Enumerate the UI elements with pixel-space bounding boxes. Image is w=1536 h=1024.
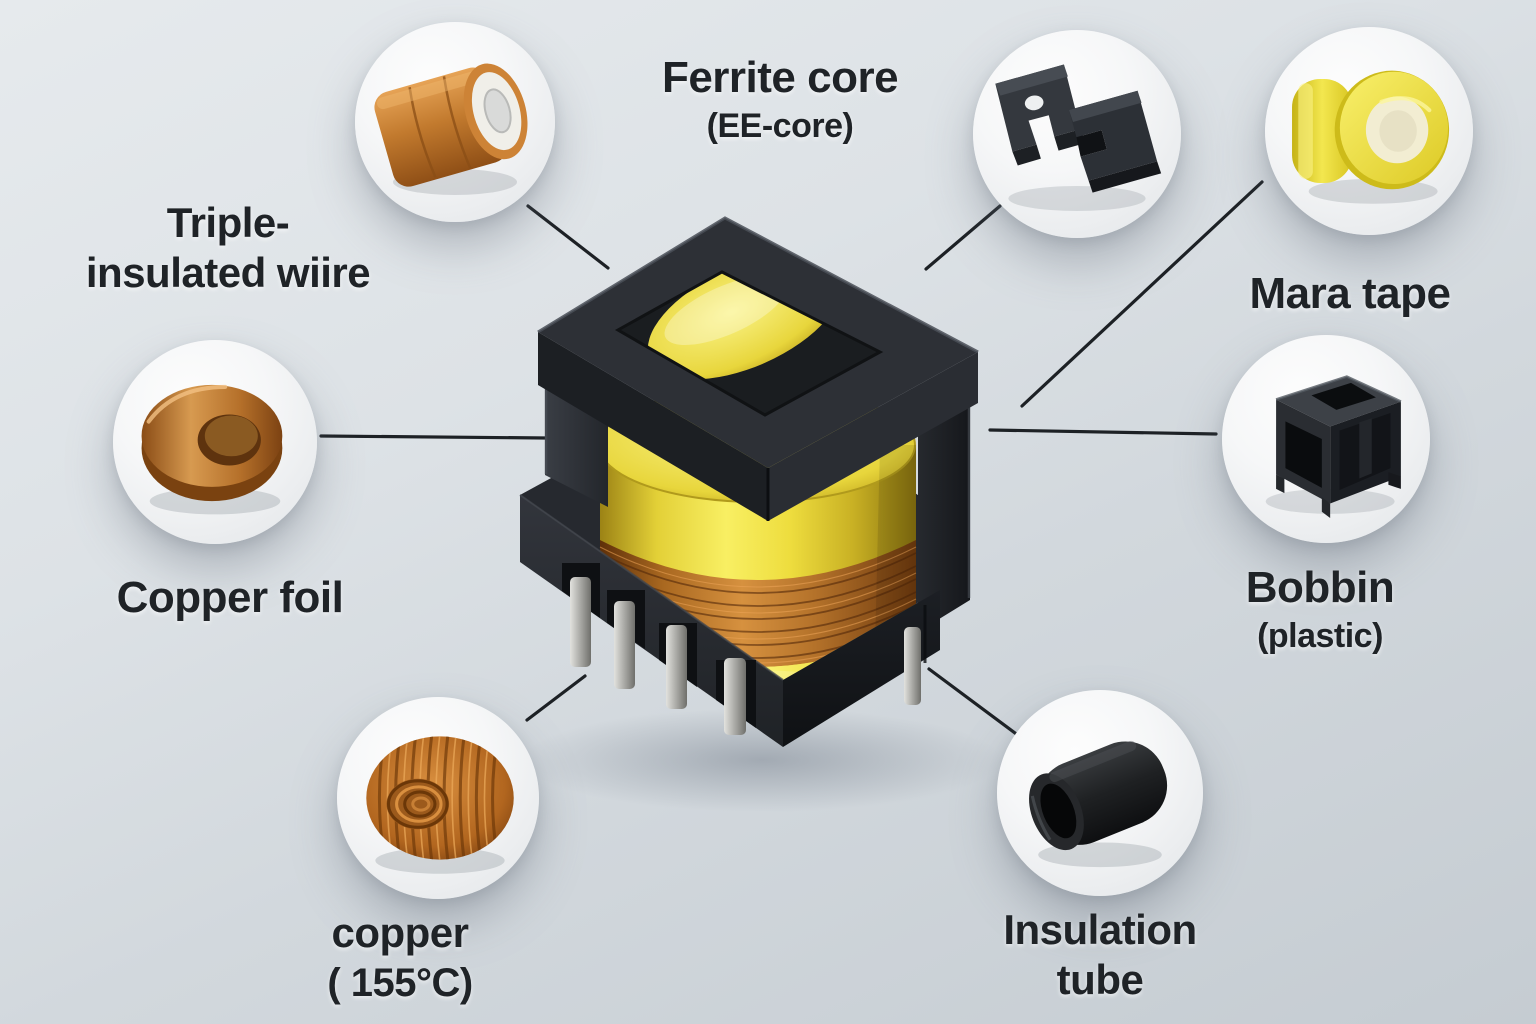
label-line: Copper foil [116, 573, 344, 622]
bobbin-body [1275, 375, 1402, 519]
connector-line-copper-wire [525, 674, 587, 722]
label-copper-foil: Copper foil [40, 572, 420, 624]
label-subline: (plastic) [1257, 616, 1383, 655]
connector-line-insulation-tube [927, 667, 1021, 738]
connector-line-copper-foil [319, 434, 548, 440]
label-line: Mara tape [1249, 269, 1451, 318]
connector-line-bobbin [988, 428, 1218, 436]
wire-spool-illustration [374, 63, 528, 195]
copper-foil-illustration [141, 384, 283, 515]
label-ferrite-core: Ferrite core (EE-core) [590, 52, 970, 148]
inset-insulation-tube [997, 690, 1203, 896]
transformer-assembly [500, 195, 1020, 905]
ferrite-core-right [1068, 90, 1162, 193]
label-insulation-tube: Insulation tube [915, 905, 1285, 1004]
inset-ferrite-core [973, 30, 1181, 238]
inset-mara-tape [1265, 27, 1473, 235]
transformer-ground-shadow [522, 708, 1002, 812]
core-leg-right [918, 405, 970, 632]
ferrite-core-top-frame [537, 216, 979, 521]
label-line: insulated wiire [85, 248, 371, 296]
connector-line-triple-insulated-wire [526, 204, 610, 270]
transformer-pins [570, 577, 921, 735]
label-line: tube [1056, 955, 1144, 1003]
insulation-tube-illustration [1029, 740, 1168, 868]
plastic-bobbin-illustration [1265, 375, 1402, 519]
inset-triple-insulated-wire [355, 22, 555, 222]
transformer-illustration [519, 216, 1002, 812]
label-line: Insulation [1003, 906, 1197, 953]
ee-ferrite-core-pair-illustration [995, 64, 1162, 211]
inset-copper-wire-coil [337, 697, 539, 899]
label-copper-wire: copper ( 155°C) [215, 908, 585, 1008]
yellow-tape-rolls-illustration [1292, 70, 1450, 204]
label-mara-tape: Mara tape [1170, 268, 1530, 320]
label-line: Ferrite core [661, 53, 899, 102]
connector-line-ferrite-core [924, 204, 1002, 271]
label-line: Bobbin [1245, 563, 1395, 612]
connector-line-mara-tape [1020, 180, 1264, 408]
inset-copper-foil [113, 340, 317, 544]
inset-bobbin [1222, 335, 1430, 543]
label-line: copper [331, 909, 469, 956]
label-subline: (EE-core) [706, 106, 854, 145]
copper-wire-coil-illustration [366, 736, 514, 874]
ferrite-core-left [995, 64, 1085, 166]
label-bobbin: Bobbin (plastic) [1150, 562, 1490, 658]
label-triple-insulated-wire: Triple- insulated wiire [28, 198, 428, 297]
label-subline: ( 155°C) [327, 960, 473, 1005]
label-line: Triple- [166, 199, 290, 246]
